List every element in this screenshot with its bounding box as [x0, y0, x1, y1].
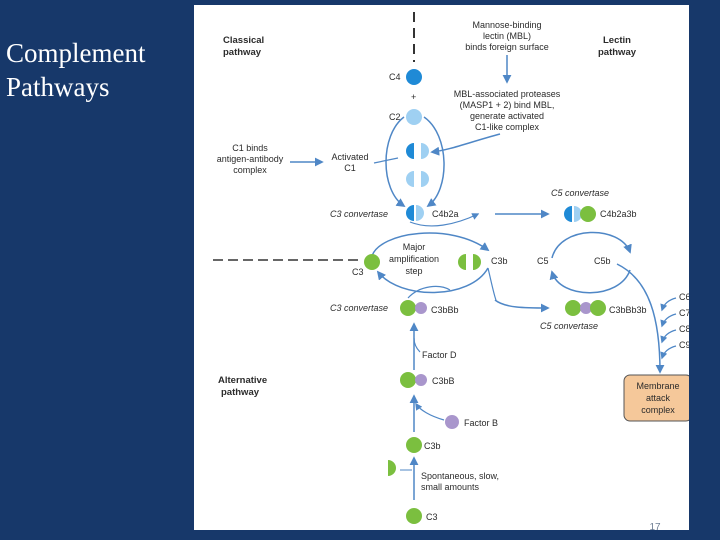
amplification-upper-arrow: [371, 232, 490, 257]
factor-d-label: Factor D: [422, 350, 457, 360]
c3-molecule-bottom: [406, 508, 422, 524]
masp-line2: (MASP1 + 2) bind MBL,: [460, 100, 555, 110]
c8-label: C8: [679, 324, 689, 334]
c3-molecule-amplification: [364, 254, 380, 270]
c3bbb3b-molecule: [565, 300, 606, 316]
masp-line1: MBL-associated proteases: [454, 89, 561, 99]
mbl-line1: Mannose-binding: [472, 20, 541, 30]
spontaneous-line2: small amounts: [421, 482, 480, 492]
c3bbb3b-label: C3bBb3b: [609, 305, 647, 315]
major-amplification-text: Major amplification step: [389, 242, 439, 276]
c5-cleavage-upper-arrow: [551, 231, 632, 259]
plus-sign: +: [411, 92, 416, 102]
classical-c3-convertase-label: C3 convertase: [330, 209, 388, 219]
alternative-pathway-header: Alternative pathway: [218, 375, 267, 398]
c3bbb-label: C3bBb: [431, 305, 459, 315]
activated-line1: Activated: [331, 152, 368, 162]
c1-binds-line3: complex: [233, 165, 267, 175]
bottom-c5-convertase-label: C5 convertase: [540, 321, 598, 331]
c4b2a-molecule: [406, 205, 424, 221]
c7-arrow: [660, 313, 677, 328]
slide-title-line1: Complement: [6, 38, 146, 68]
c5-cleavage-lower-arrow: [549, 269, 631, 294]
c5b-to-mac-arrow: [616, 263, 665, 374]
c2-cleavage-arrow-right: [423, 116, 445, 208]
c4-label: C4: [389, 72, 401, 82]
c3bb-molecule: [400, 372, 427, 388]
lectin-header-line1: Lectin: [603, 35, 631, 46]
complement-diagram: Classical pathway Lectin pathway Alterna…: [194, 5, 693, 530]
lectin-pathway-header: Lectin pathway: [598, 35, 637, 58]
activated-c1-bottom: [406, 171, 429, 187]
factor-b-molecule: [445, 415, 459, 429]
mbl-line2: lectin (MBL): [483, 31, 531, 41]
c3b-molecule: [406, 437, 422, 453]
masp-to-c1-arrow: [430, 133, 501, 156]
c9-arrow: [660, 345, 677, 360]
c9-label: C9: [679, 340, 689, 350]
slide-number: 17: [649, 522, 661, 533]
major-line2: amplification: [389, 254, 439, 264]
activated-line2: C1: [344, 163, 356, 173]
c4b2a3b-label: C4b2a3b: [600, 209, 637, 219]
major-line3: step: [405, 266, 422, 276]
c4-molecule: [406, 69, 422, 85]
c3b-to-bottom-connector: [487, 267, 497, 301]
c3bb-label: C3bB: [432, 376, 455, 386]
alternative-header-line2: pathway: [221, 387, 260, 398]
c6-label: C6: [679, 292, 689, 302]
alternative-header-line1: Alternative: [218, 375, 267, 386]
classical-pathway-header: Classical pathway: [223, 35, 264, 58]
slide-title-line2: Pathways: [6, 72, 110, 102]
to-bottom-c5-convertase-arrow: [494, 299, 550, 313]
c5-label: C5: [537, 256, 549, 266]
masp-line4: C1-like complex: [475, 122, 540, 132]
c5b-label: C5b: [594, 256, 611, 266]
mac-line2: attack: [646, 393, 671, 403]
factor-b-label: Factor B: [464, 418, 498, 428]
classical-header-line2: pathway: [223, 47, 262, 58]
masp-line3: generate activated: [470, 111, 544, 121]
lectin-header-line2: pathway: [598, 47, 637, 58]
c6-arrow: [660, 297, 677, 312]
mac-line1: Membrane: [636, 381, 679, 391]
c4b2a-to-c5-arrow: [409, 213, 480, 227]
c2-cleavage-arrow-left: [385, 116, 406, 208]
c3b-amplification-molecule: [458, 254, 481, 270]
c2-molecule: [406, 109, 422, 125]
alternative-c3-convertase-label: C3 convertase: [330, 303, 388, 313]
c2-label: C2: [389, 112, 401, 122]
factor-b-arrow: [415, 402, 445, 421]
mbl-text: Mannose-binding lectin (MBL) binds forei…: [465, 20, 549, 52]
slide-title: Complement Pathways: [6, 36, 191, 104]
c8-arrow: [660, 329, 677, 344]
c1-binds-line2: antigen-antibody: [217, 154, 284, 164]
complement-diagram-svg: Classical pathway Lectin pathway Alterna…: [213, 12, 693, 524]
c3b-amplification-label: C3b: [491, 256, 508, 266]
mbl-line3: binds foreign surface: [465, 42, 549, 52]
classical-header-line1: Classical: [223, 35, 264, 46]
c3-bottom-label: C3: [426, 512, 438, 522]
c3-amplification-label: C3: [352, 267, 364, 277]
top-c5-convertase-label: C5 convertase: [551, 188, 609, 198]
c3a-fragment: [388, 460, 396, 476]
mac-line3: complex: [641, 405, 675, 415]
c1-binds-text: C1 binds antigen-antibody complex: [217, 143, 284, 175]
c1-binds-line1: C1 binds: [232, 143, 268, 153]
major-line1: Major: [403, 242, 426, 252]
c4b2a3b-molecule: [564, 206, 596, 222]
spontaneous-line1: Spontaneous, slow,: [421, 471, 499, 481]
c7-label: C7: [679, 308, 689, 318]
factor-d-pointer: [413, 337, 421, 353]
c3b-label: C3b: [424, 441, 441, 451]
c3bbb-to-loop-connector: [407, 285, 451, 299]
activated-c1-top: [406, 143, 429, 159]
masp-text: MBL-associated proteases (MASP1 + 2) bin…: [454, 89, 561, 132]
amplification-lower-arrow: [376, 267, 489, 294]
c3bbb-molecule: [400, 300, 427, 316]
c4b2a-label: C4b2a: [432, 209, 459, 219]
